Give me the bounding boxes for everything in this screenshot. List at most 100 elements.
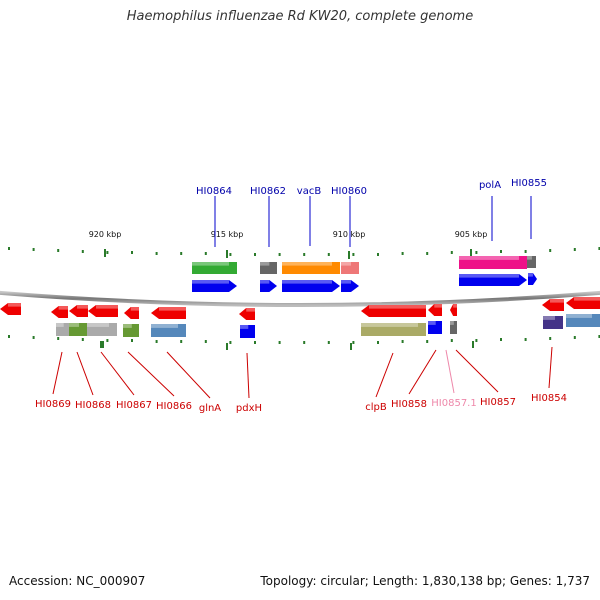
feature-highlight — [96, 305, 118, 309]
feature-reverse-gene[interactable] — [566, 297, 600, 309]
feature-reverse-gene[interactable] — [361, 305, 426, 317]
feature-highlight — [240, 325, 249, 329]
gene-features[interactable] — [0, 256, 600, 338]
scale-tick — [8, 335, 10, 338]
scale-major-tick — [226, 343, 228, 350]
feature-body[interactable] — [542, 299, 564, 311]
feature-reverse-product[interactable] — [69, 323, 87, 336]
feature-body[interactable] — [341, 280, 359, 292]
gene-label-clpb: clpB — [365, 402, 387, 413]
feature-body[interactable] — [51, 306, 68, 318]
feature-body[interactable] — [566, 314, 600, 327]
scale-major-tick — [348, 251, 350, 259]
feature-reverse-gene[interactable] — [542, 299, 564, 311]
feature-hi0862-product[interactable] — [260, 262, 277, 274]
feature-body[interactable] — [543, 316, 563, 329]
scale-tick — [352, 341, 355, 344]
feature-vacb-product[interactable] — [282, 262, 340, 274]
feature-reverse-gene[interactable] — [88, 305, 118, 317]
feature-reverse-product[interactable] — [450, 321, 457, 334]
feature-reverse-gene[interactable] — [239, 308, 255, 320]
feature-hi0855-product[interactable] — [527, 256, 536, 268]
feature-body[interactable] — [428, 304, 442, 316]
leader-line — [52, 351, 63, 395]
scale-tick — [32, 336, 35, 339]
feature-body[interactable] — [240, 325, 255, 338]
feature-hi0864-product[interactable] — [192, 262, 237, 274]
scale-major-tick — [350, 343, 352, 350]
feature-body[interactable] — [69, 323, 87, 336]
feature-hi0862-gene[interactable] — [260, 280, 277, 292]
feature-body[interactable] — [341, 262, 359, 274]
feature-highlight — [130, 307, 139, 311]
scale-tick — [204, 340, 207, 343]
feature-highlight — [69, 323, 79, 327]
feature-body[interactable] — [361, 323, 426, 336]
feature-body[interactable] — [192, 280, 237, 292]
scale-tick — [475, 339, 478, 342]
feature-reverse-product[interactable] — [123, 324, 139, 337]
feature-reverse-gene[interactable] — [0, 303, 21, 315]
feature-body[interactable] — [87, 323, 117, 336]
feature-body[interactable] — [450, 304, 457, 316]
feature-pola-gene[interactable] — [459, 274, 527, 286]
scale-tick — [426, 340, 429, 343]
feature-reverse-gene[interactable] — [151, 307, 186, 319]
feature-pola-product[interactable] — [459, 256, 527, 269]
feature-body[interactable] — [260, 262, 277, 274]
feature-body[interactable] — [124, 307, 139, 319]
feature-highlight — [151, 324, 178, 328]
feature-hi0860-gene[interactable] — [341, 280, 359, 292]
feature-hi0864-gene[interactable] — [192, 280, 237, 292]
feature-highlight — [246, 308, 255, 312]
feature-body[interactable] — [361, 305, 426, 317]
scale-tick — [57, 249, 60, 252]
scale-tick — [549, 249, 552, 252]
feature-body[interactable] — [88, 305, 118, 317]
feature-reverse-gene[interactable] — [428, 304, 442, 316]
feature-body[interactable] — [151, 307, 186, 319]
feature-reverse-product[interactable] — [151, 324, 186, 337]
gene-label-hi0862: HI0862 — [250, 186, 286, 197]
feature-body[interactable] — [428, 321, 442, 334]
scale-tick — [475, 251, 478, 254]
feature-body[interactable] — [450, 321, 457, 334]
feature-body[interactable] — [56, 323, 70, 336]
feature-highlight — [574, 297, 600, 301]
feature-reverse-product[interactable] — [240, 325, 255, 338]
feature-body[interactable] — [151, 324, 186, 337]
feature-body[interactable] — [239, 308, 255, 320]
feature-body[interactable] — [0, 303, 21, 315]
feature-body[interactable] — [459, 274, 527, 286]
feature-reverse-product[interactable] — [87, 323, 117, 336]
feature-reverse-gene[interactable] — [51, 306, 68, 318]
feature-body[interactable] — [282, 280, 340, 292]
feature-hi0860-product[interactable] — [341, 262, 359, 274]
feature-reverse-product[interactable] — [361, 323, 426, 336]
feature-reverse-product[interactable] — [56, 323, 70, 336]
feature-reverse-product[interactable] — [543, 316, 563, 329]
gene-label-hi0868: HI0868 — [75, 400, 111, 411]
feature-hi0855-gene[interactable] — [528, 273, 537, 285]
feature-body[interactable] — [528, 273, 537, 285]
feature-body[interactable] — [192, 262, 237, 274]
feature-reverse-product[interactable] — [566, 314, 600, 327]
feature-body[interactable] — [459, 256, 527, 269]
scale-tick — [352, 253, 355, 256]
feature-reverse-gene[interactable] — [450, 304, 457, 316]
feature-body[interactable] — [282, 262, 340, 274]
feature-reverse-gene[interactable] — [124, 307, 139, 319]
scale-major-tick — [104, 249, 106, 257]
feature-vacb-gene[interactable] — [282, 280, 340, 292]
feature-body[interactable] — [69, 305, 88, 317]
feature-reverse-product[interactable] — [428, 321, 442, 334]
feature-body[interactable] — [566, 297, 600, 309]
leader-line — [375, 352, 394, 398]
feature-body[interactable] — [527, 256, 536, 268]
feature-reverse-gene[interactable] — [69, 305, 88, 317]
feature-body[interactable] — [260, 280, 277, 292]
feature-body[interactable] — [123, 324, 139, 337]
scale-tick — [401, 340, 404, 343]
